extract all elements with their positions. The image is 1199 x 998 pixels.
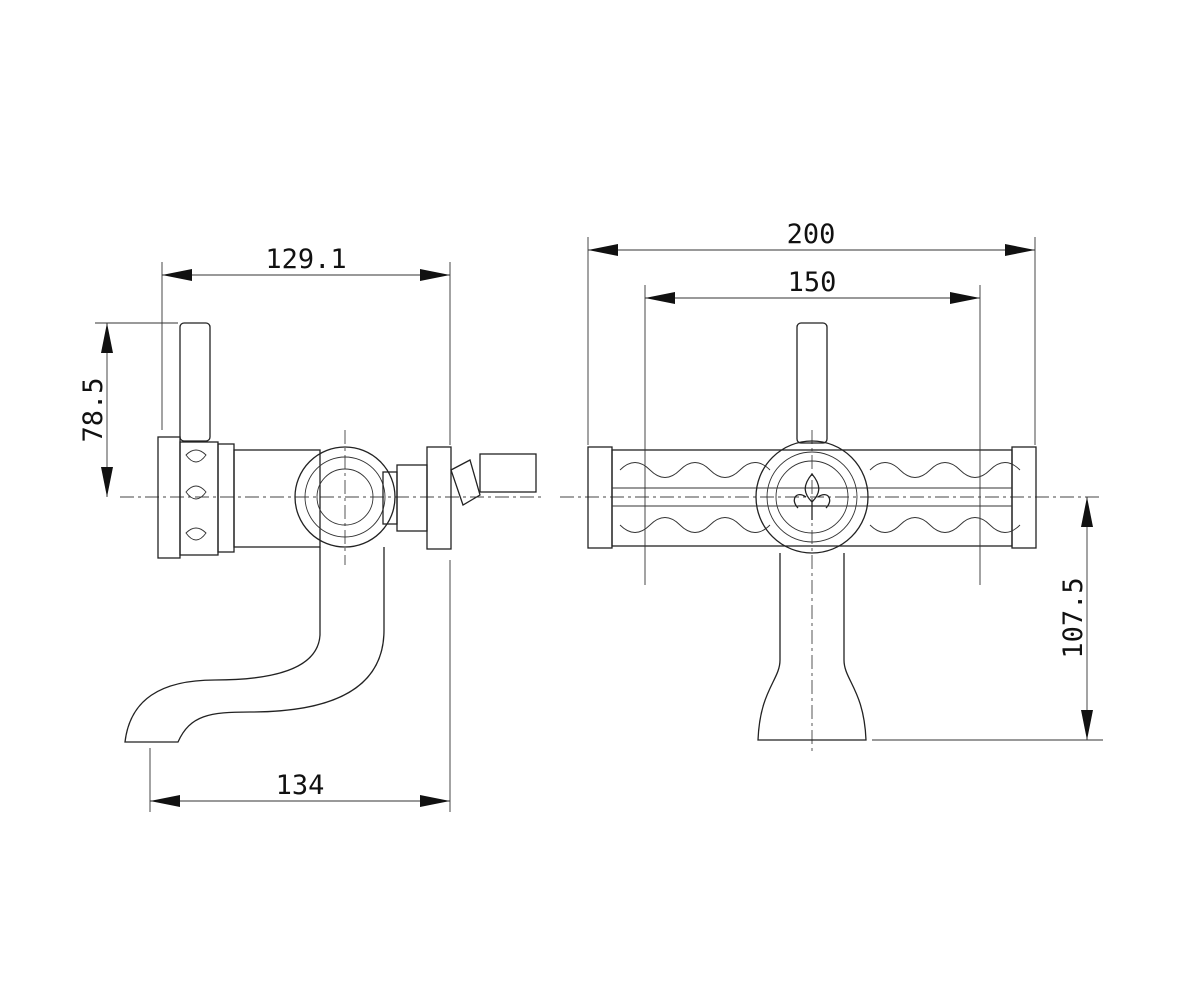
front-rosette (755, 440, 869, 554)
fleur-de-lis-icon (793, 472, 831, 520)
dim-front-centers: 150 (788, 267, 837, 298)
side-knurled-ring (157, 436, 181, 559)
front-knurled-nut-left (587, 446, 613, 549)
side-handle-lever (179, 322, 211, 442)
side-rosette (294, 446, 396, 548)
dim-side-width: 129.1 (265, 244, 346, 275)
front-spout (757, 553, 867, 741)
side-valve-body (233, 449, 321, 548)
side-view: 129.1 78.5 134 (78, 244, 545, 812)
front-view: 200 150 107.5 (560, 219, 1103, 755)
dim-side-handle-height: 78.5 (78, 377, 109, 442)
dim-front-spout-height: 107.5 (1058, 577, 1089, 658)
front-knurled-nut-right (1011, 446, 1037, 549)
front-decor-body (611, 449, 1013, 547)
side-spout (124, 547, 385, 743)
side-knurled-nut (426, 446, 452, 550)
dim-side-spout-reach: 134 (276, 770, 325, 801)
front-handle-lever (796, 322, 828, 444)
dim-front-total-width: 200 (787, 219, 836, 250)
side-threaded-inlet (479, 453, 537, 493)
